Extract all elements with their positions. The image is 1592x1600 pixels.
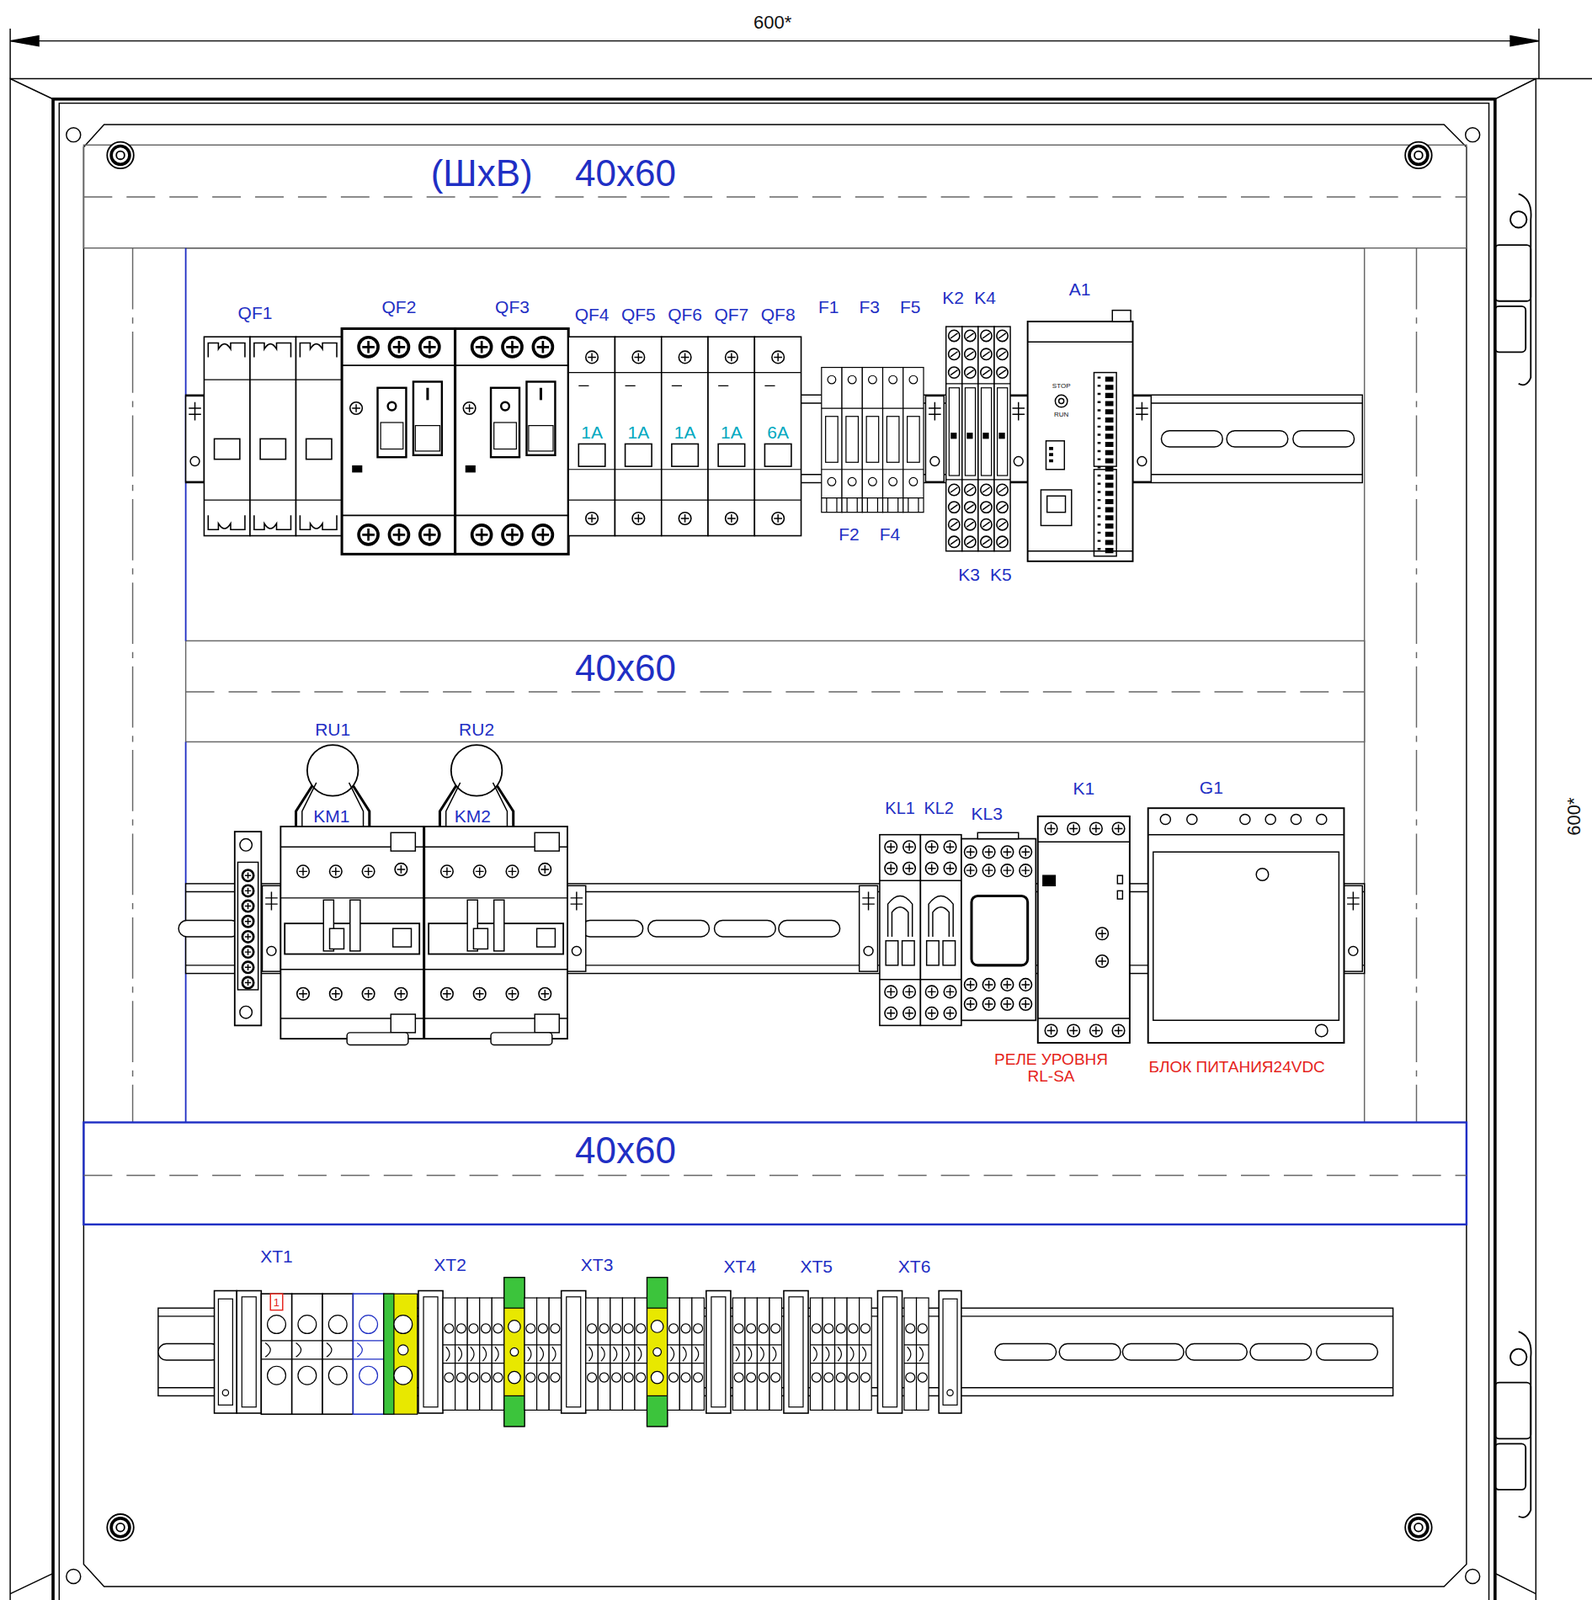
device-note: РЕЛЕ УРОВНЯ RL-SA xyxy=(984,1051,1119,1086)
interface-relay: KL2 xyxy=(920,835,959,1027)
terminal-blocks xyxy=(214,1277,962,1427)
part-label: KL3 xyxy=(970,804,1002,823)
part-label: F4 xyxy=(879,524,901,543)
cable-duct: (ШхВ) 40x60 xyxy=(83,144,1467,248)
fuse-holder: F1 xyxy=(821,367,842,512)
dimension-label: 600* xyxy=(753,13,792,32)
circuit-breaker: QF2 xyxy=(341,328,456,554)
circuit-breaker: QF71A xyxy=(708,336,755,536)
part-label: XT5 xyxy=(799,1257,833,1276)
part-label: K2 xyxy=(942,287,964,306)
terminal-group: XT2 xyxy=(442,1293,562,1411)
varistor: RU1 xyxy=(307,745,359,797)
rating-label: 1A xyxy=(627,422,650,441)
part-label: QF7 xyxy=(713,305,749,324)
part-label: QF8 xyxy=(761,305,796,324)
terminal-group: XT3 xyxy=(585,1293,705,1411)
duct-label: 40x60 xyxy=(571,649,680,687)
power-supply: G1БЛОК ПИТАНИЯ24VDC xyxy=(1148,808,1345,1044)
duct-label: (ШхВ) xyxy=(427,154,537,192)
terminal-number: 1 xyxy=(273,1296,280,1308)
part-label: XT2 xyxy=(433,1255,467,1273)
circuit-breaker: QF86A xyxy=(754,336,801,536)
part-label: F2 xyxy=(838,524,860,543)
part-label: F1 xyxy=(818,297,840,315)
duct-label: 40x60 xyxy=(571,1132,680,1170)
level-relay: K1РЕЛЕ УРОВНЯ RL-SA xyxy=(1038,816,1130,1044)
terminal-group: XT5 xyxy=(809,1293,872,1411)
circuit-breaker: QF61A xyxy=(661,336,709,536)
fuse-holder: F2 xyxy=(841,367,863,512)
fuse-holder: F3 xyxy=(862,367,883,512)
dimension-label: 600* xyxy=(1565,797,1584,836)
mode-mark: RUN xyxy=(1054,411,1069,419)
part-label: XT6 xyxy=(898,1257,932,1276)
part-label: QF6 xyxy=(667,305,703,324)
rating-label: 1A xyxy=(674,422,697,441)
duct-label: 40x60 xyxy=(571,154,680,192)
circuit-breaker: QF1 xyxy=(203,336,342,536)
part-label: K3 xyxy=(958,565,980,584)
part-label: K1 xyxy=(1072,778,1095,797)
part-label: KL2 xyxy=(923,799,954,817)
terminal-group: XT6 xyxy=(904,1293,929,1411)
part-label: RU2 xyxy=(458,719,495,738)
relay-module: K5 xyxy=(994,326,1011,552)
interface-relay: KL1 xyxy=(879,835,921,1027)
top-row-devices xyxy=(203,310,1133,562)
circuit-breaker: QF51A xyxy=(614,336,661,536)
relay-module: K3 xyxy=(962,326,979,552)
part-label: F3 xyxy=(859,297,881,315)
terminal-group: XT4 xyxy=(732,1293,782,1411)
part-label: A1 xyxy=(1069,280,1092,299)
varistor: RU2 xyxy=(451,745,503,797)
rating-label: 6A xyxy=(766,422,789,441)
part-label: KM2 xyxy=(454,806,491,825)
contactor: KM1 xyxy=(280,826,424,1039)
relay-module: K4 xyxy=(978,326,995,552)
mode-mark: STOP xyxy=(1052,383,1071,390)
plc-module: A1STOPRUN xyxy=(1027,311,1134,562)
corner-bolts xyxy=(106,142,1432,1542)
part-label: QF5 xyxy=(621,305,656,324)
cable-duct: 40x60 xyxy=(83,1122,1467,1225)
part-label: F5 xyxy=(899,297,922,315)
time-relay: KL3 xyxy=(961,838,1036,1021)
device-note: БЛОК ПИТАНИЯ24VDC xyxy=(1148,1058,1325,1075)
part-label: QF4 xyxy=(575,305,610,324)
enclosure xyxy=(10,78,1536,1600)
plc-body xyxy=(1027,310,1134,562)
terminal-group: XT11 xyxy=(260,1293,417,1415)
part-label: QF1 xyxy=(238,303,273,321)
dimension-lines xyxy=(10,28,1592,79)
part-label: K4 xyxy=(974,287,996,306)
part-label: RU1 xyxy=(314,719,351,738)
fuse-holder: F4 xyxy=(883,367,904,512)
part-label: QF3 xyxy=(495,297,530,315)
circuit-breaker: QF3 xyxy=(455,328,570,554)
cable-duct: 40x60 xyxy=(186,640,1365,742)
contactor: KM2 xyxy=(424,826,568,1039)
rating-label: 1A xyxy=(580,422,603,441)
cable-ducts xyxy=(83,144,1467,1225)
relay-module: K2 xyxy=(946,326,963,552)
part-label: XT3 xyxy=(580,1255,614,1273)
part-label: KM1 xyxy=(313,806,350,825)
part-label: QF2 xyxy=(382,297,417,315)
part-label: K5 xyxy=(990,565,1012,584)
fuse-holder: F5 xyxy=(903,367,924,512)
rating-label: 1A xyxy=(720,422,743,441)
middle-row-devices xyxy=(234,745,1345,1045)
part-label: XT1 xyxy=(260,1247,293,1266)
part-label: KL1 xyxy=(884,799,916,817)
part-label: XT4 xyxy=(724,1257,757,1276)
circuit-breaker: QF41A xyxy=(568,336,615,536)
part-label: G1 xyxy=(1199,777,1224,796)
